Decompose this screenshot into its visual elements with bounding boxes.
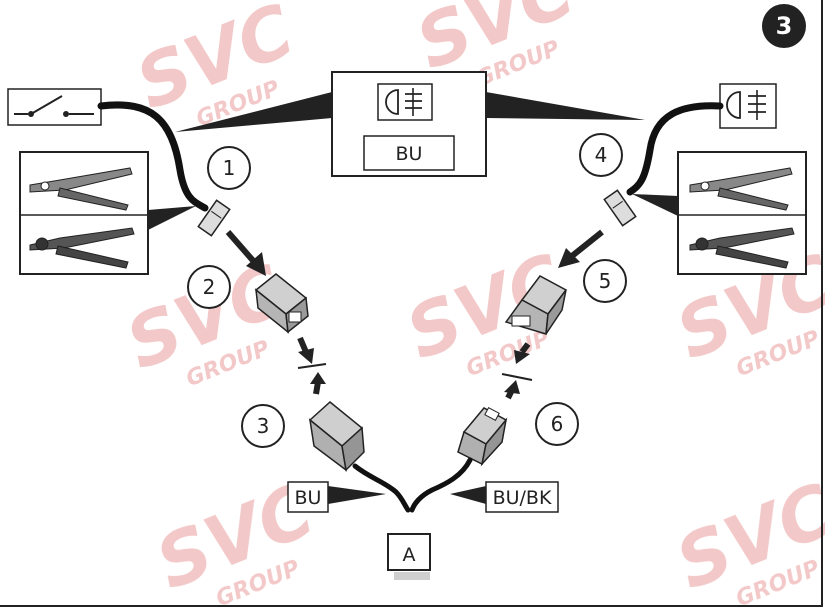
wire-color-box [485, 481, 559, 513]
step-callout-4: 4 [579, 133, 623, 177]
arrow-down-icon [225, 230, 266, 276]
right-terminal [603, 189, 637, 227]
right-wire [626, 102, 724, 196]
svg-text:6: 6 [551, 412, 564, 436]
pointer-wedge [175, 92, 332, 132]
arrow-down-icon [514, 342, 531, 364]
wire-color-box [287, 481, 329, 513]
arrow-down-icon [558, 229, 604, 268]
pointer-wedge [632, 194, 678, 216]
fog-lamp-icon [719, 83, 777, 129]
step-callout-2: 2 [187, 265, 231, 309]
fog-lamp-icon [377, 83, 433, 121]
pointer-wedge [328, 486, 386, 504]
svg-text:3: 3 [257, 414, 270, 438]
left-wire [97, 101, 209, 212]
pointer-wedge [148, 206, 196, 230]
left-terminal [197, 199, 231, 237]
switch-icon [7, 88, 102, 126]
left-lower-wire [352, 463, 411, 513]
step-callout-3: 3 [241, 404, 285, 448]
step-callout-1: 1 [207, 146, 251, 190]
page-number-badge: 3 [762, 4, 806, 48]
junction-label: A [403, 544, 416, 566]
left-housing-connector [254, 273, 309, 334]
right-wire-label: BU/BK [493, 487, 552, 509]
svg-text:4: 4 [595, 143, 608, 167]
pointer-wedge [450, 486, 486, 504]
pointer-wedge [486, 92, 645, 120]
junction-shadow [394, 572, 430, 580]
left-pin-connector [308, 401, 365, 472]
right-pin-connector [457, 406, 508, 467]
step-callout-5: 5 [583, 259, 627, 303]
wire-color-box [363, 135, 455, 171]
left-wire-label: BU [295, 487, 322, 509]
right-housing-connector [504, 275, 568, 335]
step-callout-6: 6 [535, 402, 579, 446]
connection-line [297, 363, 327, 369]
right-lower-wire [409, 457, 473, 513]
svg-text:2: 2 [203, 275, 216, 299]
top-wire-label: BU [396, 143, 423, 165]
connection-line [501, 373, 533, 381]
arrow-down-icon [297, 336, 314, 364]
svg-text:5: 5 [599, 269, 612, 293]
arrow-up-icon [310, 372, 326, 395]
junction-label-box [387, 533, 431, 571]
arrow-up-icon [504, 380, 520, 400]
crimping-pliers-icon [19, 151, 149, 275]
crimping-pliers-icon [677, 151, 807, 275]
svg-text:1: 1 [223, 156, 236, 180]
